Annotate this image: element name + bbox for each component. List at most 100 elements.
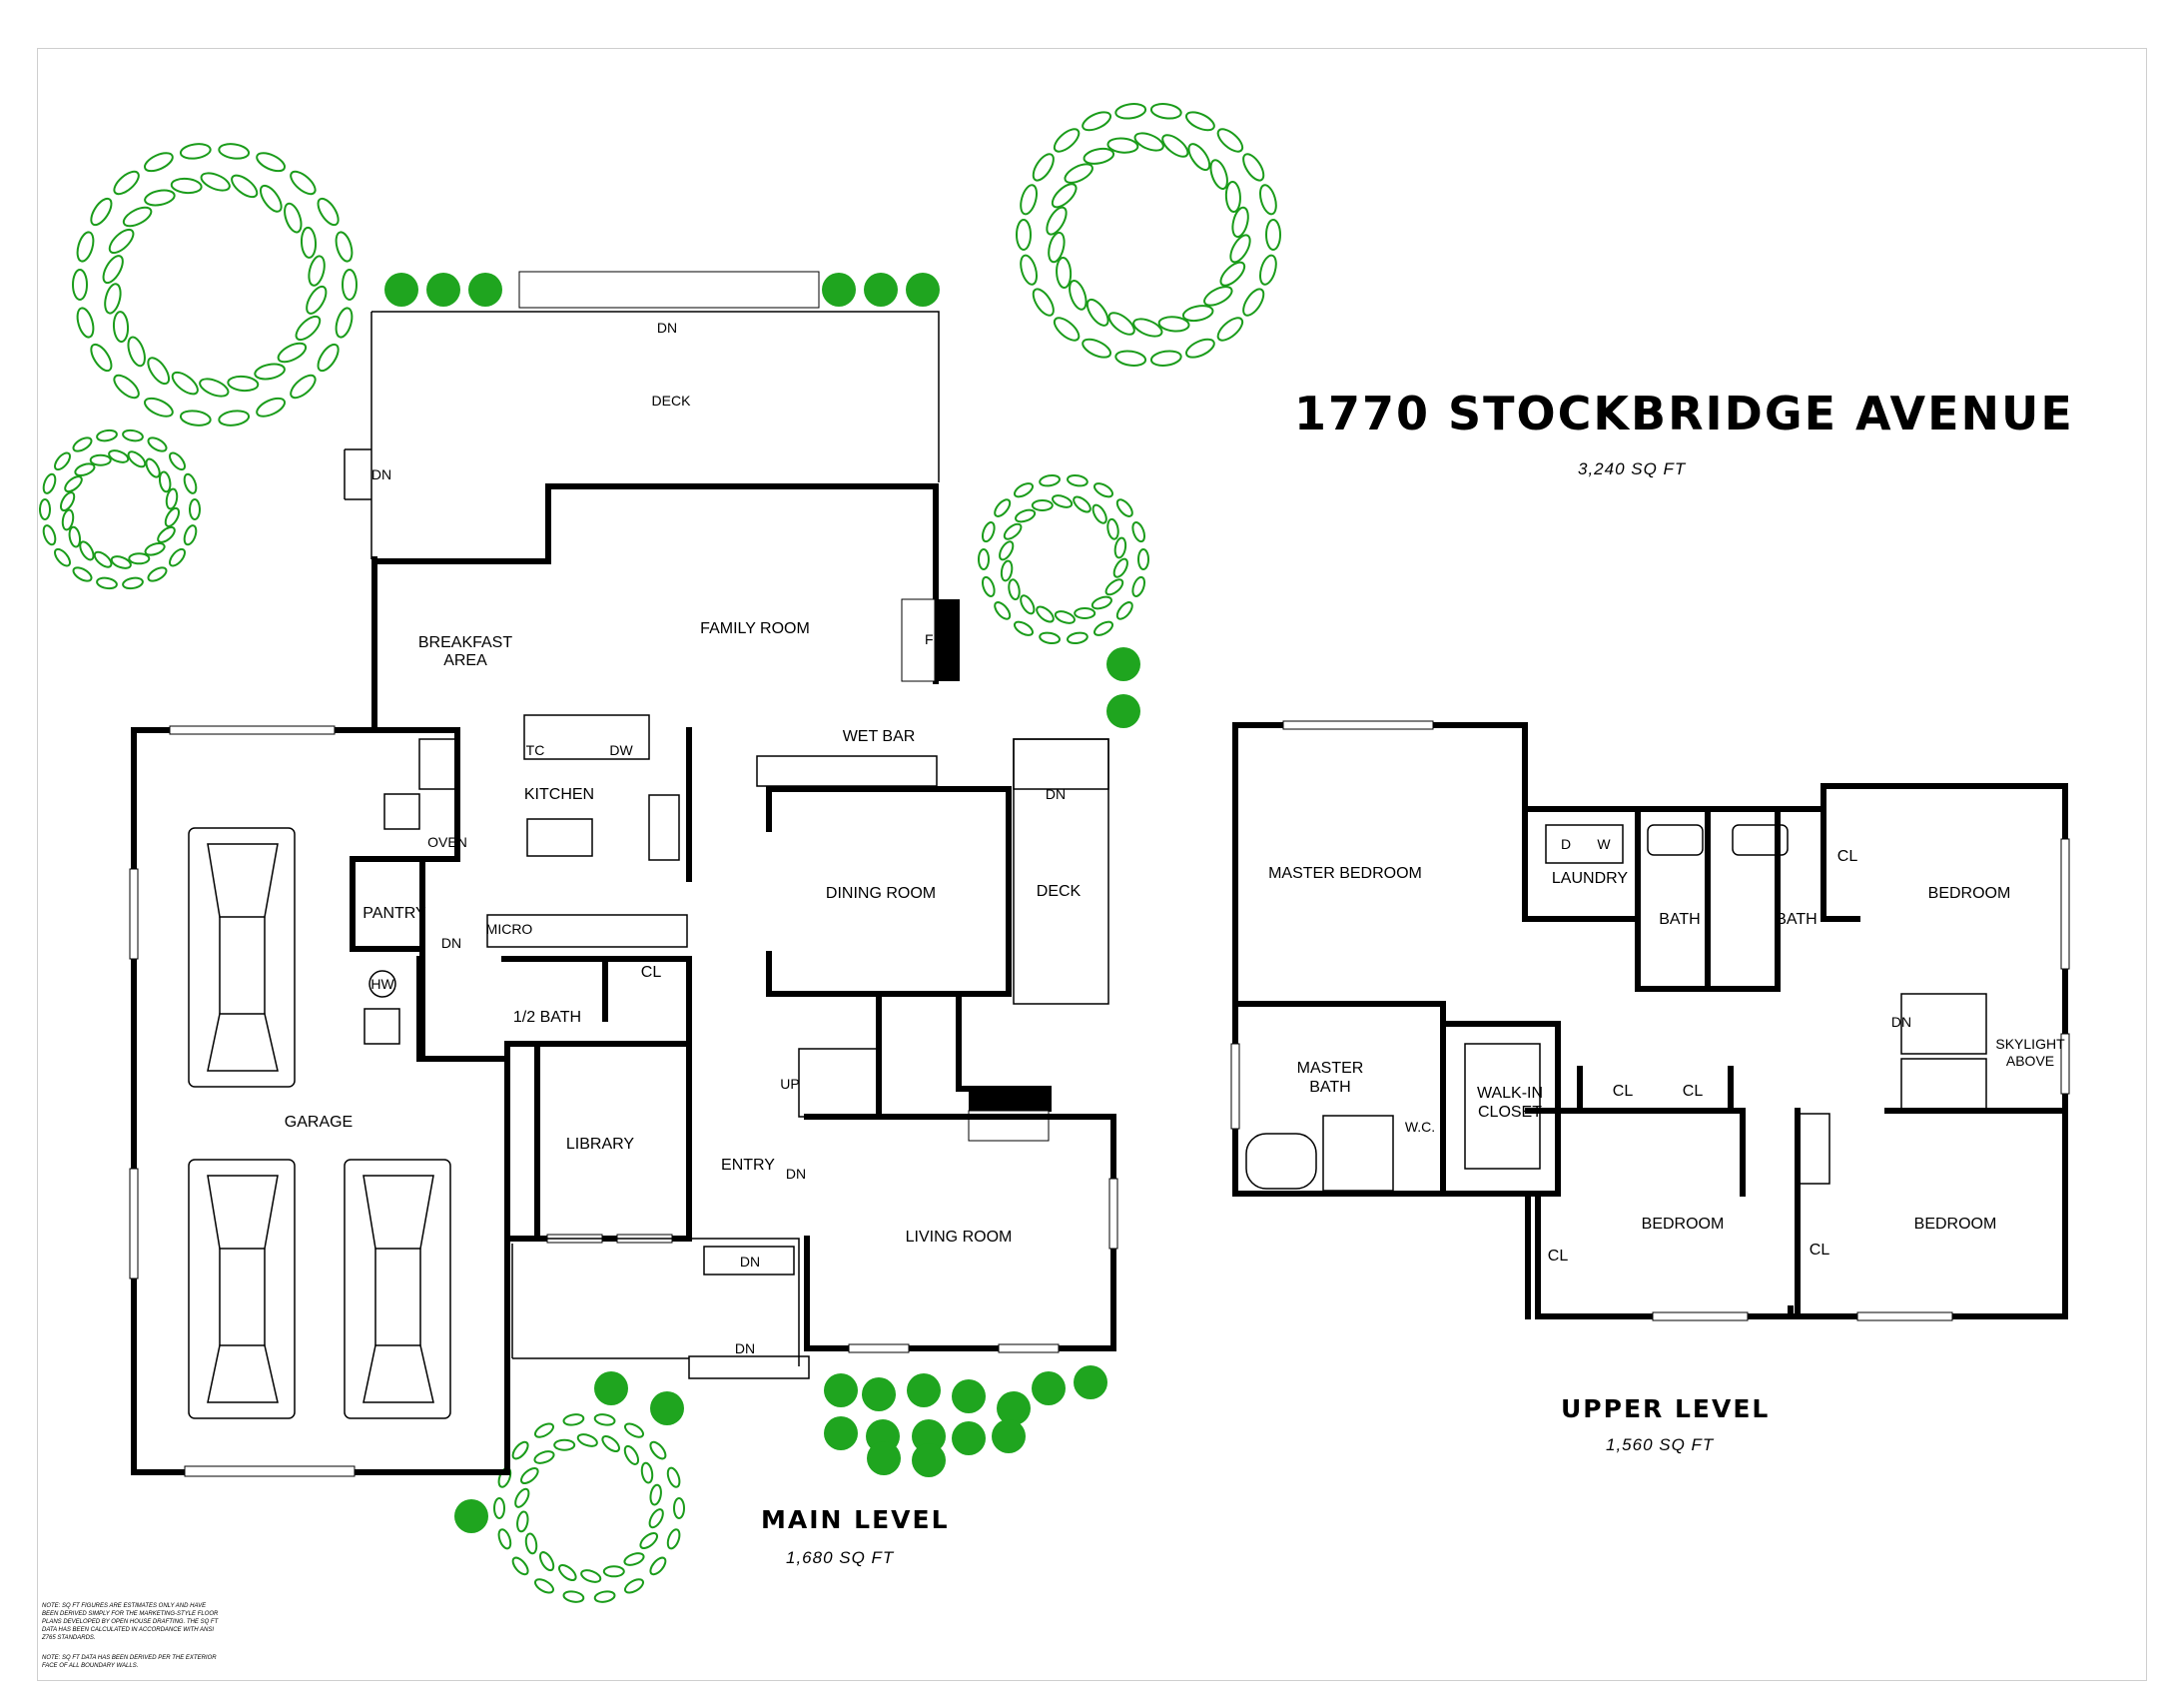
shrub bbox=[468, 273, 502, 307]
tree-leaf bbox=[76, 307, 95, 339]
tree-leaf bbox=[143, 397, 174, 418]
tree-leaf bbox=[1073, 495, 1092, 513]
bedroom-ne-label: BEDROOM bbox=[1928, 885, 2011, 902]
tree-leaf bbox=[1131, 575, 1146, 597]
tree-leaf bbox=[1137, 548, 1149, 570]
tree-leaf bbox=[593, 1413, 616, 1426]
master-bath-label-1: MASTER bbox=[1297, 1060, 1364, 1077]
tree-leaf bbox=[1219, 261, 1246, 287]
walk-in-closet-label-1: WALK-IN bbox=[1477, 1085, 1543, 1102]
tree-leaf bbox=[42, 472, 57, 494]
master-bedroom-label: MASTER BEDROOM bbox=[1268, 865, 1422, 882]
tree-leaf bbox=[1092, 620, 1114, 636]
tree-leaf bbox=[1067, 631, 1089, 645]
tree-leaf bbox=[169, 547, 186, 567]
tree-leaf bbox=[1056, 257, 1073, 289]
tree-leaf bbox=[290, 374, 317, 400]
tree-leaf bbox=[1031, 499, 1054, 511]
tree-leaf bbox=[562, 1413, 585, 1426]
closet-sw-label: CL bbox=[1548, 1248, 1569, 1265]
tree-leaf bbox=[218, 410, 251, 426]
tree-leaf bbox=[68, 525, 82, 548]
tree-leaf bbox=[335, 231, 354, 263]
pantry-label: PANTRY bbox=[363, 905, 426, 922]
tree-leaf bbox=[164, 506, 181, 527]
tree-leaf bbox=[227, 375, 260, 393]
tree-leaf bbox=[516, 1510, 529, 1533]
tree-leaf bbox=[104, 283, 122, 315]
bedroom-se-label: BEDROOM bbox=[1914, 1216, 1997, 1233]
tree-leaf bbox=[277, 342, 308, 364]
shrub bbox=[992, 1419, 1026, 1453]
tree-leaf bbox=[1013, 620, 1035, 636]
deck-outline bbox=[371, 311, 940, 482]
tree-leaf bbox=[64, 475, 83, 493]
tree-leaf bbox=[640, 1461, 654, 1484]
tree-leaf bbox=[1107, 312, 1135, 336]
tree-leaf bbox=[122, 428, 144, 442]
tree-leaf bbox=[122, 576, 144, 590]
tree-leaf bbox=[179, 143, 212, 160]
tree-leaf bbox=[79, 540, 95, 561]
tree-leaf bbox=[183, 524, 198, 546]
tree-leaf bbox=[497, 1528, 512, 1550]
fireplace-living-label: FP bbox=[1000, 1098, 1018, 1114]
tree-leaf bbox=[623, 1444, 640, 1465]
tree-leaf bbox=[1131, 521, 1146, 543]
tree-leaf bbox=[514, 1487, 530, 1508]
tree-leaf bbox=[1161, 134, 1189, 158]
tree-leaf bbox=[1086, 298, 1109, 327]
tree-leaf bbox=[342, 269, 358, 301]
shrub bbox=[952, 1421, 986, 1455]
dryer-label: D bbox=[1561, 836, 1571, 852]
tree-leaf bbox=[157, 525, 176, 543]
tree-leaf bbox=[1000, 559, 1014, 582]
tree-leaf bbox=[90, 343, 113, 373]
tree-leaf bbox=[189, 498, 201, 520]
kitchen-label: KITCHEN bbox=[524, 786, 594, 803]
tree-leaf bbox=[1069, 280, 1088, 311]
sq-ft-note-1: NOTE: SQ FT FIGURES ARE ESTIMATES ONLY A… bbox=[42, 1603, 219, 1641]
total-area: 3,240 SQ FT bbox=[1578, 459, 1687, 478]
tree-leaf bbox=[666, 1528, 681, 1550]
tree-leaf bbox=[593, 1590, 616, 1603]
tree-leaf bbox=[165, 487, 179, 510]
tree-leaf bbox=[1106, 517, 1119, 540]
tree-leaf bbox=[1115, 601, 1133, 620]
living-room-label: LIVING ROOM bbox=[906, 1229, 1013, 1246]
tree-leaf bbox=[171, 371, 199, 396]
tree-leaf bbox=[1054, 610, 1076, 624]
tree-leaf bbox=[1020, 184, 1038, 216]
tree-leaf bbox=[1092, 503, 1107, 524]
tree-leaf bbox=[1203, 286, 1233, 307]
tree-leaf bbox=[256, 152, 287, 173]
tree-leaf bbox=[110, 555, 132, 569]
tree-leaf bbox=[1051, 183, 1078, 209]
tree-leaf bbox=[170, 177, 203, 195]
trash-compactor-label: TC bbox=[526, 742, 545, 758]
bath-1-label: BATH bbox=[1659, 911, 1700, 928]
master-bath-label-2: BATH bbox=[1309, 1079, 1350, 1096]
deck-right-label: DECK bbox=[1037, 883, 1082, 900]
library-label: LIBRARY bbox=[566, 1136, 635, 1153]
tree-leaf bbox=[981, 521, 996, 543]
tree-leaf bbox=[1157, 316, 1190, 333]
page-frame bbox=[37, 48, 2147, 1681]
tree-leaf bbox=[1184, 338, 1215, 359]
tree-leaf bbox=[42, 524, 57, 546]
tree-leaf bbox=[524, 1532, 538, 1555]
tree-leaf bbox=[580, 1569, 602, 1583]
shrub bbox=[824, 1373, 858, 1407]
tree-leaf bbox=[335, 307, 354, 339]
tree-leaf bbox=[145, 457, 161, 478]
upper-level-plan bbox=[1230, 720, 2070, 1321]
tree-leaf bbox=[89, 453, 112, 466]
tree-leaf bbox=[147, 566, 168, 582]
tree-leaf bbox=[1229, 234, 1251, 264]
shrub bbox=[906, 273, 940, 307]
tree-leaf bbox=[290, 170, 317, 196]
tree-leaf bbox=[1216, 317, 1244, 342]
tree-leaf bbox=[39, 498, 51, 520]
half-bath-label: 1/2 BATH bbox=[513, 1009, 581, 1026]
tree-leaf bbox=[533, 1450, 555, 1464]
